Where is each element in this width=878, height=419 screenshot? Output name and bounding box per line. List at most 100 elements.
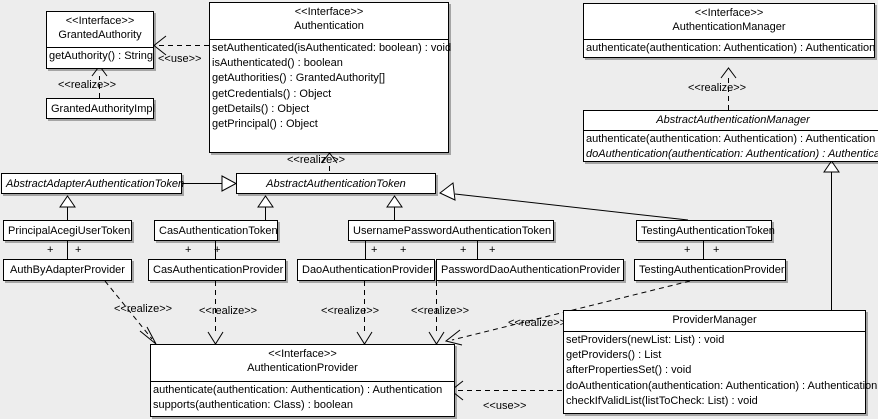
class-box-abstract-authentication-token[interactable]: AbstractAuthenticationToken [236, 173, 436, 194]
class-header-testing-authentication-provider: TestingAuthenticationProvider [635, 260, 785, 281]
edge-label-realize-dao-authentication-provider: <<realize>> [321, 305, 380, 317]
class-name: TestingAuthenticationToken [641, 225, 775, 237]
class-header-authentication-manager: <<Interface>> AuthenticationManager [584, 4, 874, 40]
edge-label-use-granted-authority: <<use>> [158, 53, 202, 65]
class-member: supports(authentication: Class) : boolea… [153, 399, 353, 412]
class-member: doAuthentication(authentication: Authent… [586, 148, 878, 161]
class-box-testing-authentication-token[interactable]: TestingAuthenticationToken [636, 220, 775, 242]
arrowhead-abs-auth-mgr-realize [720, 67, 737, 79]
class-operations-granted-authority: getAuthority() : String [47, 48, 153, 65]
class-header-cas-authentication-token: CasAuthenticationToken [155, 221, 278, 242]
class-member: authenticate(authentication: Authenticat… [586, 133, 876, 145]
class-name: AuthenticationManager [672, 21, 786, 33]
class-name: TestingAuthenticationProvider [639, 264, 785, 276]
edge-label-realize-password-dao-authentication-provider: <<realize>> [411, 305, 470, 317]
class-box-dao-authentication-provider[interactable]: DaoAuthenticationProvider [297, 259, 435, 281]
arrowhead-testingprovider-realize [444, 329, 463, 346]
class-member: doAuthentication(authentication: Authent… [566, 379, 878, 392]
class-name: UsernamePasswordAuthenticationToken [353, 225, 552, 237]
edge-label-realize-abstract-authentication-manager: <<realize>> [688, 82, 747, 94]
class-name: PrincipalAcegiUserToken [8, 225, 131, 237]
edge-authbyadapter-realize [104, 280, 153, 340]
class-name: CasAuthenticationToken [159, 225, 278, 237]
multiplicity-auth-by-adapter-provider: + [75, 244, 82, 256]
class-stereotype: <<Interface>> [268, 348, 337, 360]
class-stereotype: <<Interface>> [694, 7, 764, 19]
class-name: DaoAuthenticationProvider [302, 264, 433, 276]
edge-testingprovider-realize [451, 280, 691, 341]
class-box-cas-authentication-token[interactable]: CasAuthenticationToken [154, 220, 278, 241]
arrowhead-provider-manager-extends [823, 160, 840, 173]
edge-label-use-provider-manager: <<use>> [483, 400, 527, 412]
multiplicity-principal-token: + [47, 244, 54, 256]
class-member: getPrincipal() : Object [212, 118, 318, 131]
class-operations-authentication-manager: authenticate(authentication: Authenticat… [584, 40, 876, 57]
class-header-auth-by-adapter-provider: AuthByAdapterProvider [4, 260, 131, 281]
class-stereotype: <<Interface>> [294, 6, 364, 18]
arrowhead-authbyadapter-realize [139, 326, 157, 345]
class-member: getAuthority() : String [49, 50, 153, 62]
arrowhead-username-token-extends [386, 195, 403, 208]
class-member: authenticate(authentication: Authenticat… [153, 384, 443, 396]
class-box-username-password-authentication-token[interactable]: UsernamePasswordAuthenticationToken [348, 220, 554, 241]
arrowhead-testing-token-extends [439, 182, 456, 201]
class-header-password-dao-authentication-provider: PasswordDaoAuthenticationProvider [437, 260, 623, 281]
class-box-abstract-authentication-manager[interactable]: AbstractAuthenticationManager authentica… [583, 110, 878, 162]
class-header-abstract-authentication-token: AbstractAuthenticationToken [237, 174, 435, 195]
class-member: isAuthenticated() : boolean [212, 57, 343, 70]
multiplicity-testing-provider: + [713, 244, 720, 256]
class-name: AbstractAdapterAuthenticationToken [6, 178, 185, 190]
multiplicity-username-token-dao: + [371, 244, 378, 256]
class-name: GrantedAuthorityImpl [51, 103, 155, 115]
class-header-username-password-authentication-token: UsernamePasswordAuthenticationToken [349, 221, 553, 242]
class-header-testing-authentication-token: TestingAuthenticationToken [637, 221, 775, 242]
arrowhead-cas-token-extends [257, 195, 274, 208]
class-operations-provider-manager: setProviders(newList: List) : void getPr… [564, 332, 878, 410]
class-operations-authentication: setAuthenticated(isAuthenticated: boolea… [210, 40, 452, 133]
arrowhead-abstract-token-realize [321, 152, 338, 164]
class-member: authenticate(authentication: Authenticat… [586, 42, 876, 54]
edge-label-realize-granted-authority-impl: <<realize>> [58, 79, 117, 91]
class-header-authentication-provider: <<Interface>> AuthenticationProvider [151, 345, 454, 382]
arrowhead-use-granted [153, 35, 167, 56]
class-member: checkIfValidList(listToCheck: List) : vo… [566, 394, 758, 407]
class-name: AbstractAuthenticationToken [266, 178, 406, 190]
class-header-abstract-authentication-manager: AbstractAuthenticationManager [584, 111, 878, 131]
class-box-authentication[interactable]: <<Interface>> Authentication setAuthenti… [209, 2, 452, 153]
class-box-principal-acegi-user-token[interactable]: PrincipalAcegiUserToken [3, 220, 132, 241]
multiplicity-cas-token: + [185, 244, 192, 256]
class-name: GrantedAuthority [58, 29, 142, 41]
class-box-cas-authentication-provider[interactable]: CasAuthenticationProvider [148, 259, 286, 281]
class-box-authentication-manager[interactable]: <<Interface>> AuthenticationManager auth… [583, 3, 875, 58]
class-stereotype: <<Interface>> [65, 15, 135, 27]
arrowhead-principal-token-extends [59, 195, 76, 208]
class-member: getDetails() : Object [212, 102, 310, 115]
class-header-cas-authentication-provider: CasAuthenticationProvider [149, 260, 285, 281]
class-box-password-dao-authentication-provider[interactable]: PasswordDaoAuthenticationProvider [436, 259, 624, 281]
class-member: setAuthenticated(isAuthenticated: boolea… [212, 42, 452, 54]
class-box-granted-authority-impl[interactable]: GrantedAuthorityImpl [46, 98, 155, 119]
class-member: getAuthorities() : GrantedAuthority[] [212, 72, 386, 85]
class-member: setProviders(newList: List) : void [566, 334, 725, 346]
multiplicity-testing-token: + [684, 244, 691, 256]
edge-label-realize-abstract-authentication-token: <<realize>> [287, 154, 346, 166]
class-member: getCredentials() : Object [212, 87, 332, 100]
class-operations-abstract-authentication-manager: authenticate(authentication: Authenticat… [584, 131, 878, 163]
class-box-auth-by-adapter-provider[interactable]: AuthByAdapterProvider [3, 259, 132, 281]
class-box-granted-authority[interactable]: <<Interface>> GrantedAuthority getAuthor… [46, 11, 154, 69]
class-box-testing-authentication-provider[interactable]: TestingAuthenticationProvider [634, 259, 786, 281]
class-name: ProviderManager [672, 314, 757, 326]
multiplicity-username-token-passworddao: + [460, 244, 467, 256]
class-box-provider-manager[interactable]: ProviderManager setProviders(newList: Li… [563, 310, 878, 414]
class-header-principal-acegi-user-token: PrincipalAcegiUserToken [4, 221, 131, 242]
class-box-abstract-adapter-authentication-token[interactable]: AbstractAdapterAuthenticationToken [1, 173, 185, 194]
class-box-authentication-provider[interactable]: <<Interface>> AuthenticationProvider aut… [150, 344, 455, 417]
class-name: CasAuthenticationProvider [153, 264, 284, 276]
multiplicity-password-dao-provider: + [489, 244, 496, 256]
multiplicity-cas-provider: + [214, 244, 221, 256]
class-header-dao-authentication-provider: DaoAuthenticationProvider [298, 260, 434, 281]
edge-testing-token-extends [454, 193, 689, 221]
class-header-authentication: <<Interface>> Authentication [210, 3, 448, 40]
